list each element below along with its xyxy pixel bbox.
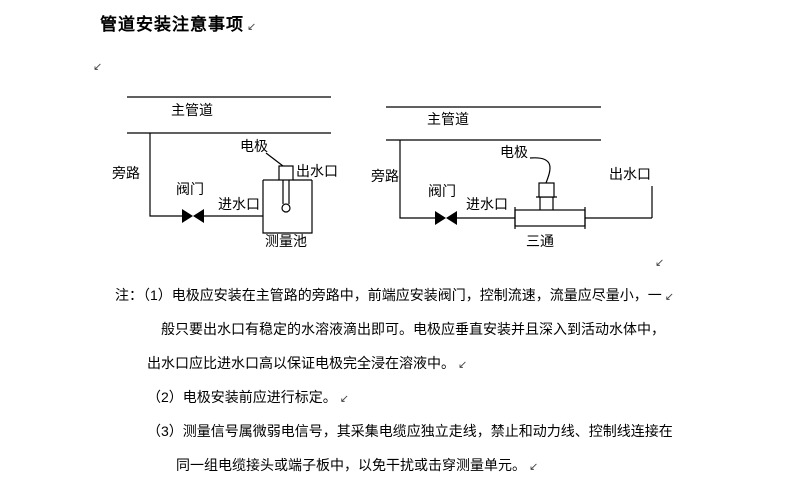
valve-icon (435, 211, 457, 225)
paragraph-mark-icon: ↙ (664, 291, 675, 303)
left-diagram (127, 96, 331, 234)
valve-icon (182, 209, 204, 223)
note-text: 注：（1）电极应安装在主管路的旁路中，前端应安装阀门，控制流速，流量应尽量小，一 (115, 287, 662, 303)
paragraph-mark-icon: ↙ (529, 461, 539, 473)
note-text: （2）电极安装前应进行标定。 (147, 389, 337, 405)
valve-label: 阀门 (428, 183, 456, 199)
bypass-label: 旁路 (371, 168, 399, 184)
note-text: 同一组电缆接头或端子板中，以免干扰或击穿测量单元。 (176, 457, 526, 473)
page-title: 管道安装注意事项↙ (100, 10, 257, 35)
tee-label: 三通 (526, 233, 554, 249)
note-text: （3）测量信号属微弱电信号，其采集电缆应独立走线，禁止和动力线、控制线连接在 (147, 423, 673, 439)
main-pipe-label: 主管道 (171, 102, 213, 118)
inlet-label: 进水口 (466, 196, 508, 212)
page-title-text: 管道安装注意事项 (100, 15, 244, 34)
notes-block: 注：（1）电极应安装在主管路的旁路中，前端应安装阀门，控制流速，流量应尽量小，一… (0, 279, 760, 482)
right-diagram (386, 106, 653, 229)
main-pipe-label: 主管道 (427, 111, 469, 127)
note-text: 般只要出水口有稳定的水溶液滴出即可。电极应垂直安装并且深入到活动水体中， (161, 321, 665, 337)
bypass-pipe (399, 140, 435, 219)
electrode-leader-line (265, 152, 284, 167)
bypass-label: 旁路 (112, 165, 140, 181)
bypass-pipe (149, 133, 182, 217)
paragraph-mark-icon: ↙ (93, 61, 103, 73)
note-line: 注：（1）电极应安装在主管路的旁路中，前端应安装阀门，控制流速，流量应尽量小，一… (0, 279, 760, 313)
paragraph-mark-icon: ↙ (247, 21, 258, 33)
electrode-label: 电极 (500, 144, 528, 160)
paragraph-mark-icon: ↙ (458, 359, 468, 371)
outlet-label: 出水口 (296, 163, 338, 179)
inlet-label: 进水口 (218, 196, 260, 212)
tee-fitting (514, 196, 586, 229)
electrode-icon (538, 182, 555, 198)
measuring-pool (262, 179, 313, 234)
electrode-leader-line (529, 157, 551, 184)
note-text: 出水口应比进水口高以保证电极完全浸在溶液中。 (147, 355, 455, 371)
note-line: 出水口应比进水口高以保证电极完全浸在溶液中。↙ (0, 347, 760, 381)
paragraph-mark-icon: ↙ (339, 393, 350, 405)
paragraph-mark-icon: ↙ (655, 257, 665, 269)
note-line: 同一组电缆接头或端子板中，以免干扰或击穿测量单元。↙ (0, 449, 760, 482)
measuring-pool-label: 测量池 (265, 233, 307, 249)
note-line: 般只要出水口有稳定的水溶液滴出即可。电极应垂直安装并且深入到活动水体中， (0, 313, 760, 347)
valve-label: 阀门 (176, 181, 204, 197)
outlet-label: 出水口 (609, 166, 651, 182)
note-line: （3）测量信号属微弱电信号，其采集电缆应独立走线，禁止和动力线、控制线连接在 (0, 415, 760, 449)
electrode-label: 电极 (240, 138, 268, 154)
note-line: （2）电极安装前应进行标定。↙ (0, 381, 760, 415)
electrode-icon (278, 165, 294, 213)
